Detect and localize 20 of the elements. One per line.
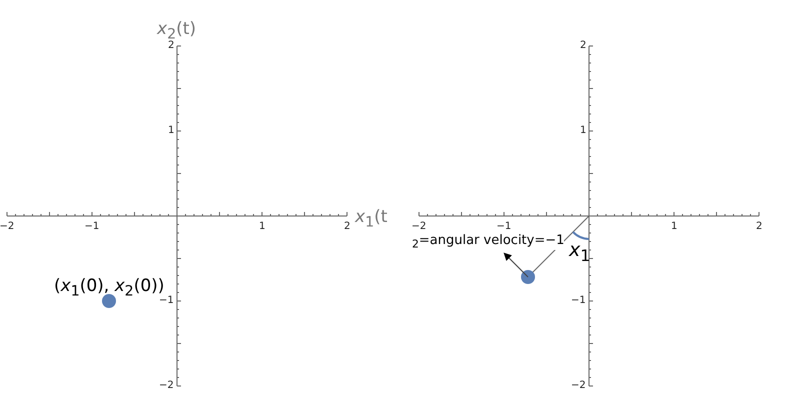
velocity-label: $_{2}$=angular velocity=−1 (412, 234, 564, 250)
tick-label: −2 (571, 381, 586, 391)
tick-label: −1 (496, 222, 512, 232)
tick-label: −2 (412, 222, 426, 232)
tick-label: −2 (0, 222, 14, 232)
tick-label: 2 (756, 222, 762, 232)
axis-label: x$_{2}$(t) (157, 21, 196, 42)
point-label: (x$_{1}$(0), x$_{2}$(0)) (54, 278, 164, 299)
tick-label: 2 (344, 222, 350, 232)
tick-label: 1 (168, 126, 174, 136)
tick-label: −1 (571, 296, 586, 306)
tick-label: −1 (84, 222, 100, 232)
tick-label: 1 (671, 222, 678, 232)
tick-label: −1 (159, 296, 174, 306)
tick-label: 1 (580, 126, 586, 136)
axis-label: x$_{1}$(t (355, 209, 388, 230)
tick-label: 2 (168, 41, 174, 51)
tick-label: 1 (259, 222, 266, 232)
tick-label: 2 (580, 41, 586, 51)
tick-label: −2 (159, 381, 174, 391)
